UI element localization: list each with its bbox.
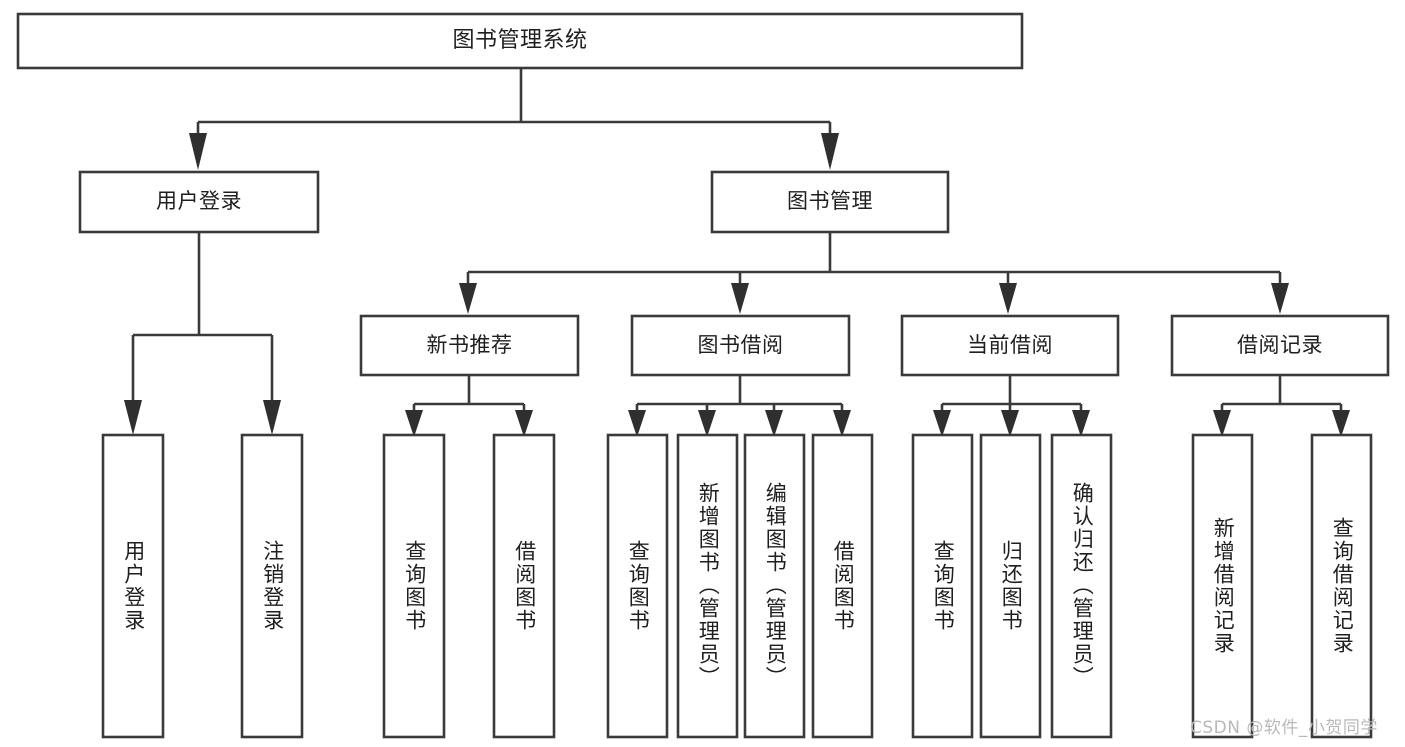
arrow-head-to-borrow-record xyxy=(1271,283,1289,314)
node-book-borrow-box[interactable] xyxy=(630,314,851,377)
leaf-box-current-borrow-3[interactable] xyxy=(1050,433,1113,739)
leaf-cell-borrow-record-2: 查询借阅记录 xyxy=(1312,435,1371,737)
leaf-box-borrow-record-1[interactable] xyxy=(1191,433,1254,739)
leaf-label-borrow-record-1: 新增借阅记录 xyxy=(1211,517,1236,655)
leaf-cell-book-borrow-3: 编辑图书（管理员） xyxy=(745,443,804,737)
arrow-head-new-book-leaf-2 xyxy=(515,410,533,437)
leaf-label-borrow-record-2: 查询借阅记录 xyxy=(1330,517,1355,655)
leaf-label-user-login-2: 注销登录 xyxy=(260,540,285,632)
leaf-box-book-borrow-1[interactable] xyxy=(606,433,669,739)
arrow-head-book-borrow-leaf-3 xyxy=(765,410,783,437)
leaf-label-book-borrow-1: 查询图书 xyxy=(626,540,651,632)
arrow-head-user-login-leaf-2 xyxy=(263,400,281,435)
arrow-head-to-current-borrow xyxy=(999,283,1017,314)
arrow-head-to-book-borrow xyxy=(731,283,749,314)
node-book-manage-box[interactable] xyxy=(710,170,950,234)
leaf-box-book-borrow-2[interactable] xyxy=(676,433,739,739)
leaf-box-book-borrow-3[interactable] xyxy=(743,433,806,739)
leaf-label-current-borrow-1: 查询图书 xyxy=(931,540,956,632)
leaf-label-current-borrow-2: 归还图书 xyxy=(999,540,1024,632)
arrow-head-to-new-book-recommend xyxy=(459,283,477,314)
node-current-borrow-box[interactable] xyxy=(900,314,1120,377)
leaf-box-new-book-1[interactable] xyxy=(382,433,446,739)
node-root-box[interactable] xyxy=(16,12,1024,70)
leaf-cell-borrow-record-1: 新增借阅记录 xyxy=(1193,435,1252,737)
leaf-cell-user-login-2: 注销登录 xyxy=(242,435,302,737)
leaf-cell-current-borrow-1: 查询图书 xyxy=(913,435,972,737)
leaf-box-user-login-1[interactable] xyxy=(101,433,165,739)
leaf-cell-current-borrow-3: 确认归还（管理员） xyxy=(1052,443,1111,737)
leaf-box-current-borrow-2[interactable] xyxy=(979,433,1042,739)
leaf-cell-book-borrow-2: 新增图书（管理员） xyxy=(678,443,737,737)
leaf-cell-current-borrow-2: 归还图书 xyxy=(981,435,1040,737)
leaf-label-new-book-1: 查询图书 xyxy=(402,540,427,632)
leaf-box-book-borrow-4[interactable] xyxy=(811,433,874,739)
leaf-box-user-login-2[interactable] xyxy=(240,433,304,739)
leaf-box-new-book-2[interactable] xyxy=(492,433,556,739)
arrow-head-borrow-record-leaf-1 xyxy=(1213,410,1231,437)
arrow-head-user-login-leaf-1 xyxy=(124,400,142,435)
leaf-cell-new-book-1: 查询图书 xyxy=(384,435,444,737)
leaf-label-user-login-1: 用户登录 xyxy=(121,540,146,632)
leaf-label-book-borrow-3: 编辑图书（管理员） xyxy=(763,482,788,689)
leaf-label-new-book-2: 借阅图书 xyxy=(512,540,537,632)
leaf-cell-book-borrow-4: 借阅图书 xyxy=(813,435,872,737)
arrow-head-current-borrow-leaf-2 xyxy=(1001,410,1019,437)
leaf-box-current-borrow-1[interactable] xyxy=(911,433,974,739)
leaf-label-book-borrow-4: 借阅图书 xyxy=(831,540,856,632)
leaf-box-borrow-record-2[interactable] xyxy=(1310,433,1373,739)
node-borrow-record-box[interactable] xyxy=(1170,314,1390,377)
arrow-head-book-borrow-leaf-2 xyxy=(698,410,716,437)
arrow-head-new-book-leaf-1 xyxy=(405,410,423,437)
leaf-cell-user-login-1: 用户登录 xyxy=(103,435,163,737)
arrow-head-book-borrow-leaf-1 xyxy=(628,410,646,437)
leaf-cell-book-borrow-1: 查询图书 xyxy=(608,435,667,737)
arrow-head-to-book-manage xyxy=(821,133,839,170)
leaf-label-current-borrow-3: 确认归还（管理员） xyxy=(1070,482,1095,689)
leaf-label-book-borrow-2: 新增图书（管理员） xyxy=(696,482,721,689)
node-user-login-box[interactable] xyxy=(78,170,320,234)
arrow-head-borrow-record-leaf-2 xyxy=(1332,410,1350,437)
arrow-head-current-borrow-leaf-3 xyxy=(1072,410,1090,437)
leaf-cell-new-book-2: 借阅图书 xyxy=(494,435,554,737)
node-new-book-recommend-box[interactable] xyxy=(359,314,580,377)
arrow-head-to-user-login xyxy=(189,133,207,170)
arrow-head-current-borrow-leaf-1 xyxy=(933,410,951,437)
arrow-head-book-borrow-leaf-4 xyxy=(833,410,851,437)
